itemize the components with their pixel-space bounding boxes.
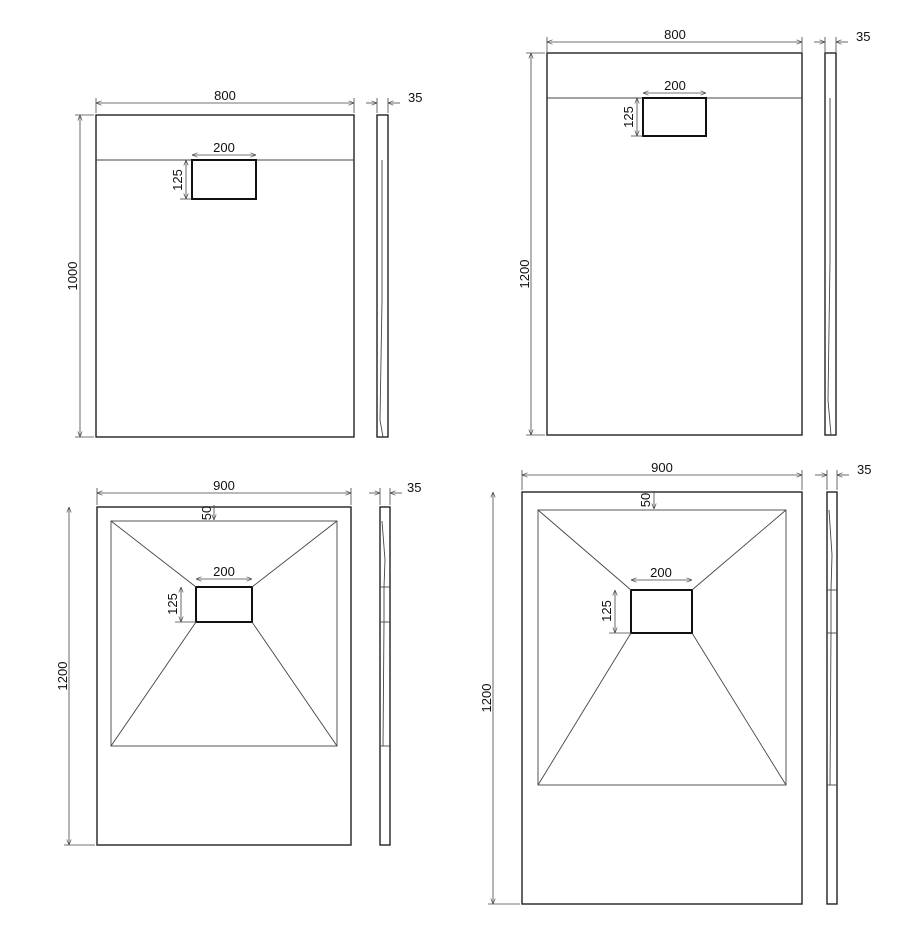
length-label: 1200 bbox=[479, 684, 494, 713]
slope-line bbox=[537, 509, 632, 591]
slope-line bbox=[251, 621, 338, 747]
drain-height-label: 125 bbox=[599, 600, 614, 622]
length-label: 1200 bbox=[55, 662, 70, 691]
tray-900x1200-b: 900 50 1200 200 125 35 bbox=[479, 460, 871, 905]
length-label: 1200 bbox=[517, 260, 532, 289]
side-profile bbox=[376, 114, 389, 438]
tray-outline bbox=[95, 114, 355, 438]
tray-900x1200-a: 900 50 1200 200 125 35 bbox=[55, 478, 421, 846]
drain-cover bbox=[191, 159, 257, 200]
slope-line bbox=[691, 509, 787, 591]
tray-outline bbox=[546, 52, 803, 436]
width-label: 900 bbox=[213, 478, 235, 493]
drain-cover bbox=[630, 589, 693, 634]
slope-line bbox=[691, 632, 787, 786]
tray-800x1000: 800 1000 200 125 35 bbox=[65, 88, 422, 438]
drain-width-label: 200 bbox=[213, 140, 235, 155]
offset-label: 50 bbox=[199, 506, 214, 520]
side-profile bbox=[379, 506, 391, 846]
slope-line bbox=[110, 520, 197, 588]
side-profile bbox=[824, 52, 837, 436]
slope-area bbox=[110, 520, 338, 747]
tray-outline bbox=[521, 491, 803, 905]
length-label: 1000 bbox=[65, 262, 80, 291]
drain-height-label: 125 bbox=[165, 593, 180, 615]
depth-label: 35 bbox=[856, 29, 870, 44]
drain-width-label: 200 bbox=[650, 565, 672, 580]
drain-height-label: 125 bbox=[170, 169, 185, 191]
slope-area bbox=[537, 509, 787, 786]
slope-line bbox=[537, 632, 632, 786]
depth-label: 35 bbox=[857, 462, 871, 477]
depth-label: 35 bbox=[408, 90, 422, 105]
tray-outline bbox=[96, 506, 352, 846]
drain-width-label: 200 bbox=[664, 78, 686, 93]
width-label: 900 bbox=[651, 460, 673, 475]
drain-height-label: 125 bbox=[621, 106, 636, 128]
drain-width-label: 200 bbox=[213, 564, 235, 579]
width-label: 800 bbox=[214, 88, 236, 103]
slope-line bbox=[110, 621, 197, 747]
drain-cover bbox=[195, 586, 253, 623]
tray-800x1200: 800 1200 200 125 35 bbox=[517, 27, 870, 436]
width-label: 800 bbox=[664, 27, 686, 42]
offset-label: 50 bbox=[638, 493, 653, 507]
depth-label: 35 bbox=[407, 480, 421, 495]
drain-cover bbox=[642, 97, 707, 137]
side-profile bbox=[826, 491, 838, 905]
slope-line bbox=[251, 520, 338, 588]
